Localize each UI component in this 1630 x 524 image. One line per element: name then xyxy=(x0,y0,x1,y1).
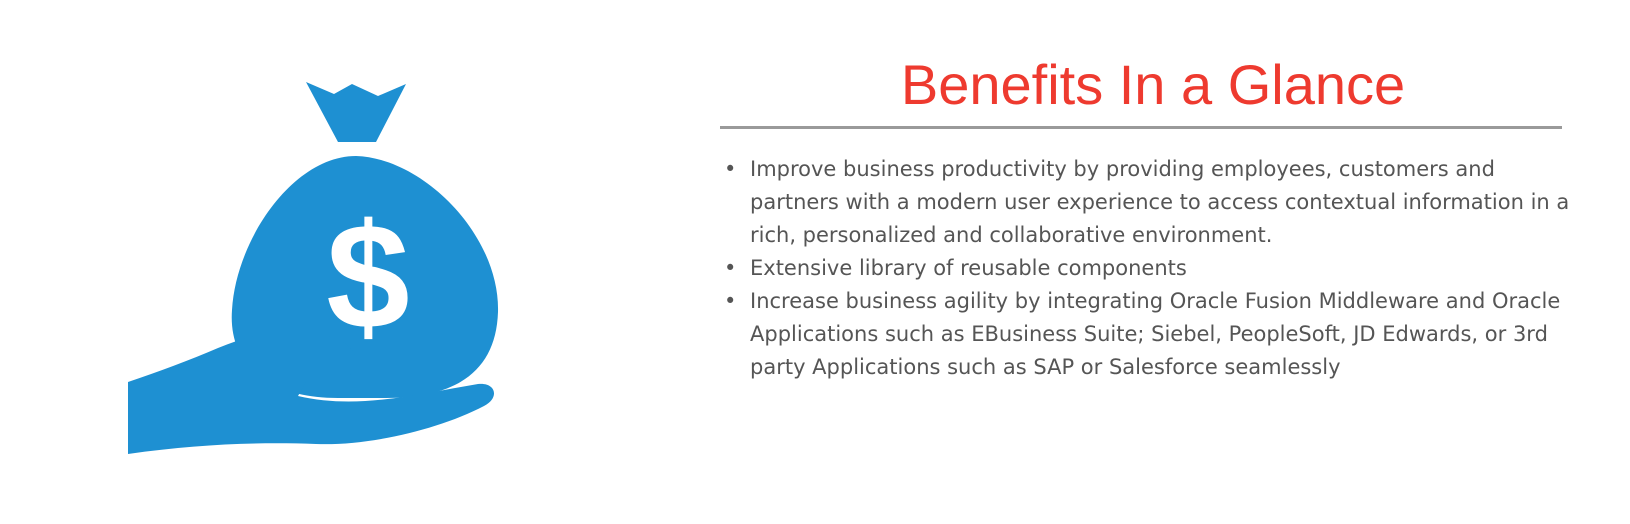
benefit-text: Extensive library of reusable components xyxy=(750,256,1187,280)
bullet-icon: • xyxy=(724,157,737,181)
list-item: • Extensive library of reusable componen… xyxy=(720,252,1570,285)
list-item: • Increase business agility by integrati… xyxy=(720,285,1570,384)
benefit-text: Improve business productivity by providi… xyxy=(750,157,1570,247)
list-item: • Improve business productivity by provi… xyxy=(720,153,1570,252)
title-divider xyxy=(720,126,1562,129)
benefit-text: Increase business agility by integrating… xyxy=(750,289,1561,379)
bullet-icon: • xyxy=(724,256,737,280)
benefits-list: • Improve business productivity by provi… xyxy=(720,153,1570,384)
dollar-sign-icon: $ xyxy=(326,192,409,360)
benefits-panel: Benefits In a Glance • Improve business … xyxy=(720,50,1570,384)
bullet-icon: • xyxy=(724,289,737,313)
money-bag-in-hand-icon: $ xyxy=(128,80,518,470)
page-title: Benefits In a Glance xyxy=(900,53,1406,116)
bag-knot-shape xyxy=(306,82,406,142)
hand-shape xyxy=(128,331,495,454)
